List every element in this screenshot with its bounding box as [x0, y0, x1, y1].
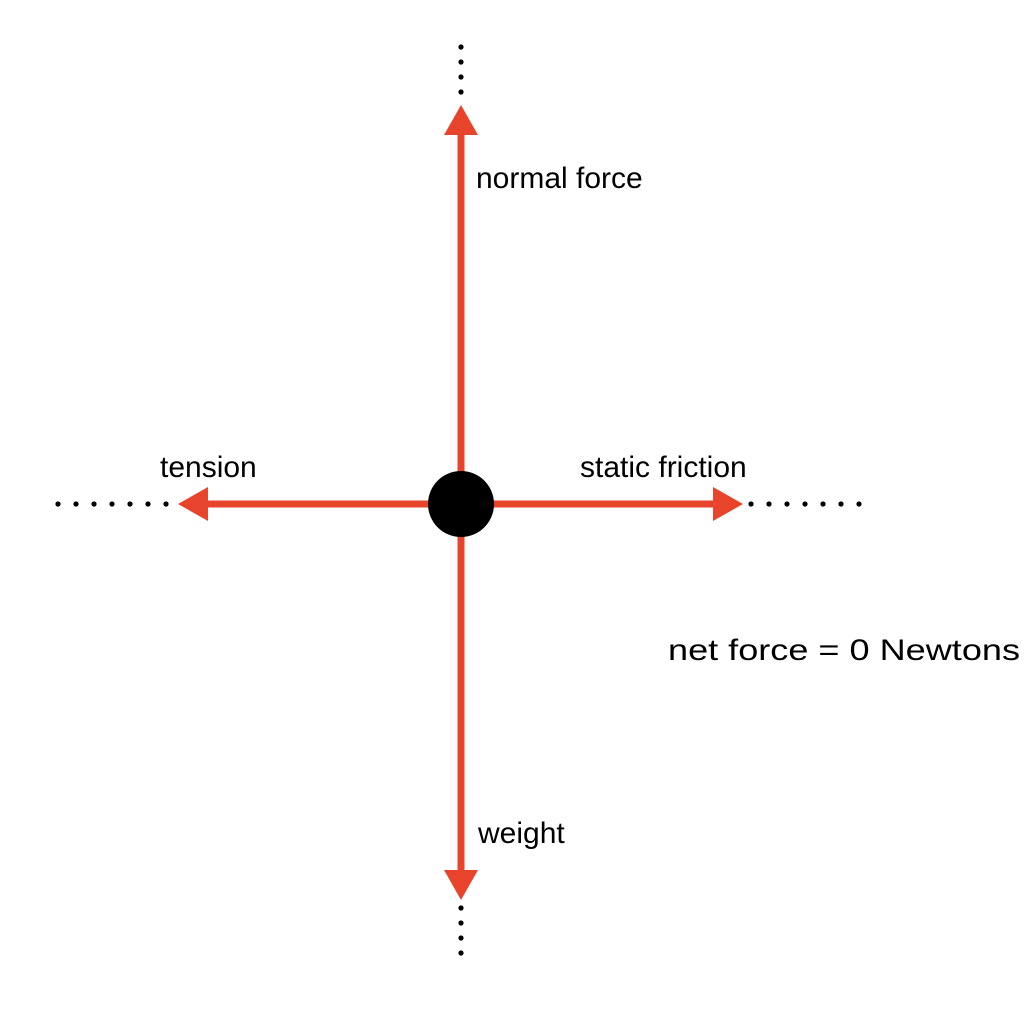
label-tension: tension [160, 451, 257, 484]
label-static-friction: static friction [580, 451, 747, 484]
label-weight: weight [477, 817, 565, 850]
force-arrow-right [493, 487, 743, 521]
dotted-guides [55, 44, 862, 956]
force-arrow-left [178, 487, 429, 521]
dotted-guide-right [748, 501, 862, 507]
object-body [428, 471, 494, 537]
force-arrow-down [444, 536, 478, 900]
force-arrow-up [444, 105, 478, 472]
label-normal-force: normal force [476, 162, 643, 195]
net-force-text: net force = 0 Newtons [668, 634, 1020, 667]
dotted-guide-top [458, 44, 464, 95]
dotted-guide-left [55, 501, 169, 507]
dotted-guide-bottom [458, 905, 464, 956]
